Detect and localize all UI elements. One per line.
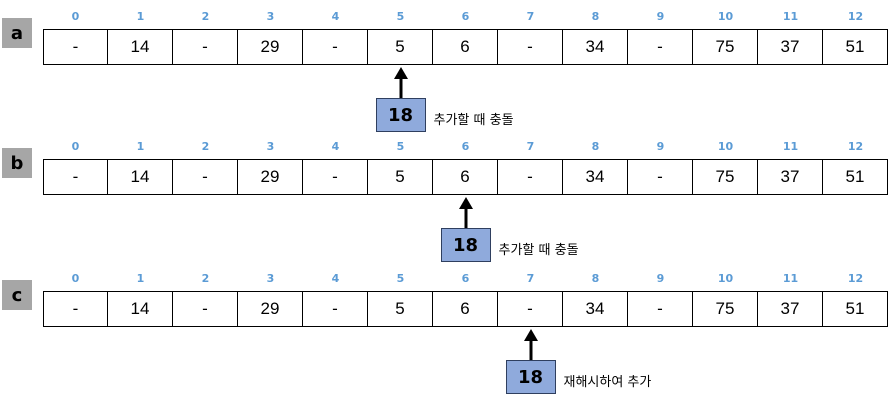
row-label: c <box>2 280 32 310</box>
slot-index: 2 <box>201 140 210 153</box>
insert-key-box: 18 <box>505 360 556 394</box>
table-cell: 6 <box>433 291 498 327</box>
table-cell: - <box>498 159 563 195</box>
table-cell: - <box>173 159 238 195</box>
slot-index: 4 <box>331 140 340 153</box>
table-cell: - <box>43 159 108 195</box>
slot-index: 7 <box>526 10 535 23</box>
table-cell: 5 <box>368 159 433 195</box>
slot-index: 9 <box>656 10 665 23</box>
slot-index: 12 <box>847 272 864 285</box>
insert-arrow-icon <box>523 329 538 363</box>
insert-arrow-icon <box>393 67 408 101</box>
table-cell: - <box>628 29 693 65</box>
insert-key-box: 18 <box>375 98 426 132</box>
table-cell: - <box>628 291 693 327</box>
slot-index: 8 <box>591 140 600 153</box>
table-cell: 29 <box>238 291 303 327</box>
slot-index: 4 <box>331 10 340 23</box>
table-cell: 34 <box>563 291 628 327</box>
table-cell: 34 <box>563 159 628 195</box>
slot-index: 0 <box>71 140 80 153</box>
slot-index: 6 <box>461 140 470 153</box>
table-cell: - <box>498 291 563 327</box>
table-cell: - <box>303 159 368 195</box>
slot-index: 0 <box>71 272 80 285</box>
table-cell: - <box>303 291 368 327</box>
annotation-note: 재해시하여 추가 <box>563 375 652 390</box>
table-cell: 14 <box>108 291 173 327</box>
table-cell: 75 <box>693 159 758 195</box>
table-cell: 34 <box>563 29 628 65</box>
table-cell: - <box>628 159 693 195</box>
slot-index: 11 <box>782 140 799 153</box>
slot-index: 3 <box>266 272 275 285</box>
table-cell: 29 <box>238 159 303 195</box>
slot-index: 1 <box>136 10 145 23</box>
table-cell: 37 <box>758 291 823 327</box>
table-cell: 6 <box>433 159 498 195</box>
table-cell: 51 <box>823 291 888 327</box>
slot-index: 4 <box>331 272 340 285</box>
table-cell: - <box>173 29 238 65</box>
slot-index: 11 <box>782 10 799 23</box>
table-cell: - <box>498 29 563 65</box>
table-cell: - <box>43 291 108 327</box>
annotation-note: 추가할 때 충돌 <box>433 113 514 128</box>
insert-arrow-icon <box>458 197 473 231</box>
table-cell: 51 <box>823 159 888 195</box>
slot-index: 10 <box>717 10 734 23</box>
slot-index: 8 <box>591 10 600 23</box>
slot-index: 5 <box>396 10 405 23</box>
table-cell: 37 <box>758 159 823 195</box>
slot-index: 10 <box>717 272 734 285</box>
slot-index: 9 <box>656 272 665 285</box>
slot-index: 2 <box>201 10 210 23</box>
slot-index: 12 <box>847 10 864 23</box>
table-cell: - <box>43 29 108 65</box>
table-cell: - <box>303 29 368 65</box>
slot-index: 1 <box>136 272 145 285</box>
row-label: a <box>2 18 32 48</box>
slot-index: 3 <box>266 10 275 23</box>
insert-key-box: 18 <box>440 228 491 262</box>
table-cell: 6 <box>433 29 498 65</box>
slot-index: 11 <box>782 272 799 285</box>
slot-index: 5 <box>396 272 405 285</box>
table-cell: 75 <box>693 291 758 327</box>
table-cell: 5 <box>368 291 433 327</box>
slot-index: 6 <box>461 10 470 23</box>
slot-index: 12 <box>847 140 864 153</box>
slot-index: 0 <box>71 10 80 23</box>
table-cell: 75 <box>693 29 758 65</box>
slot-index: 10 <box>717 140 734 153</box>
table-cell: 37 <box>758 29 823 65</box>
slot-index: 3 <box>266 140 275 153</box>
table-cell: 5 <box>368 29 433 65</box>
slot-index: 6 <box>461 272 470 285</box>
table-cell: 14 <box>108 29 173 65</box>
annotation-note: 추가할 때 충돌 <box>498 243 579 258</box>
slot-index: 2 <box>201 272 210 285</box>
slot-index: 5 <box>396 140 405 153</box>
slot-index: 9 <box>656 140 665 153</box>
table-cell: 51 <box>823 29 888 65</box>
table-cell: 14 <box>108 159 173 195</box>
slot-index: 1 <box>136 140 145 153</box>
table-cell: 29 <box>238 29 303 65</box>
table-cell: - <box>173 291 238 327</box>
slot-index: 7 <box>526 272 535 285</box>
slot-index: 8 <box>591 272 600 285</box>
row-label: b <box>2 148 32 178</box>
slot-index: 7 <box>526 140 535 153</box>
